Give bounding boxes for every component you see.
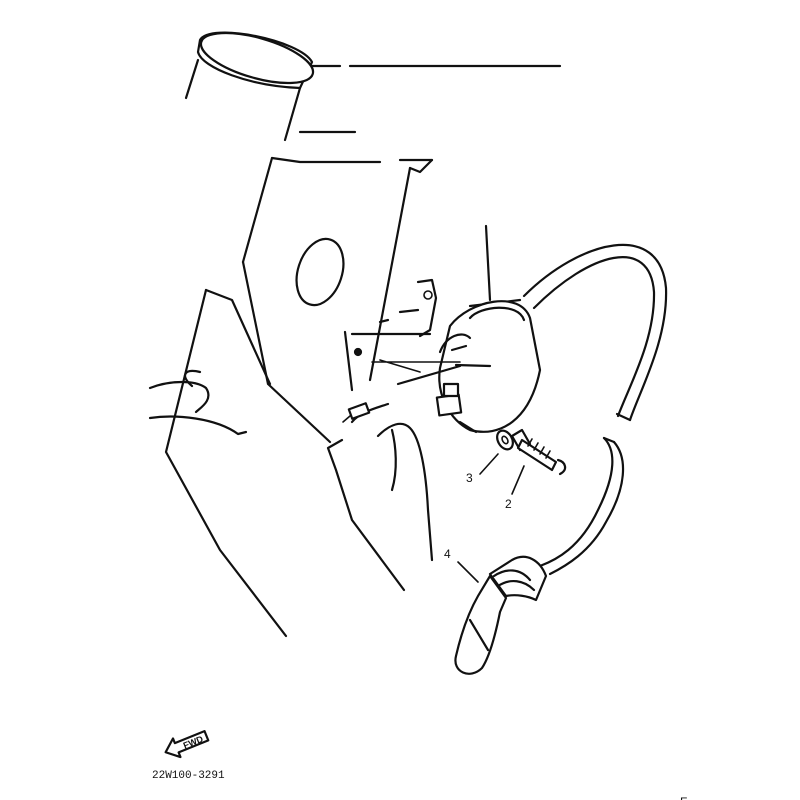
part-code: 22W100-3291	[152, 770, 225, 782]
mounting-bracket	[350, 278, 438, 357]
washer	[496, 429, 514, 451]
hand-illustration	[148, 369, 434, 562]
callout-4: 4	[444, 547, 451, 561]
tank-cap	[184, 31, 562, 142]
fwd-arrow-icon: FWD	[164, 730, 210, 759]
callout-3: 3	[466, 471, 473, 485]
spark-plug-cap	[454, 555, 548, 675]
fwd-label: FWD	[182, 734, 205, 751]
leader-lines	[457, 453, 525, 583]
high-tension-lead	[522, 243, 668, 576]
frame-panel	[164, 156, 522, 638]
ignition-coil	[435, 300, 542, 434]
bolt	[510, 428, 567, 476]
corner-mark: F	[680, 795, 687, 800]
lead-wire	[342, 359, 462, 424]
callout-2: 2	[505, 497, 512, 511]
